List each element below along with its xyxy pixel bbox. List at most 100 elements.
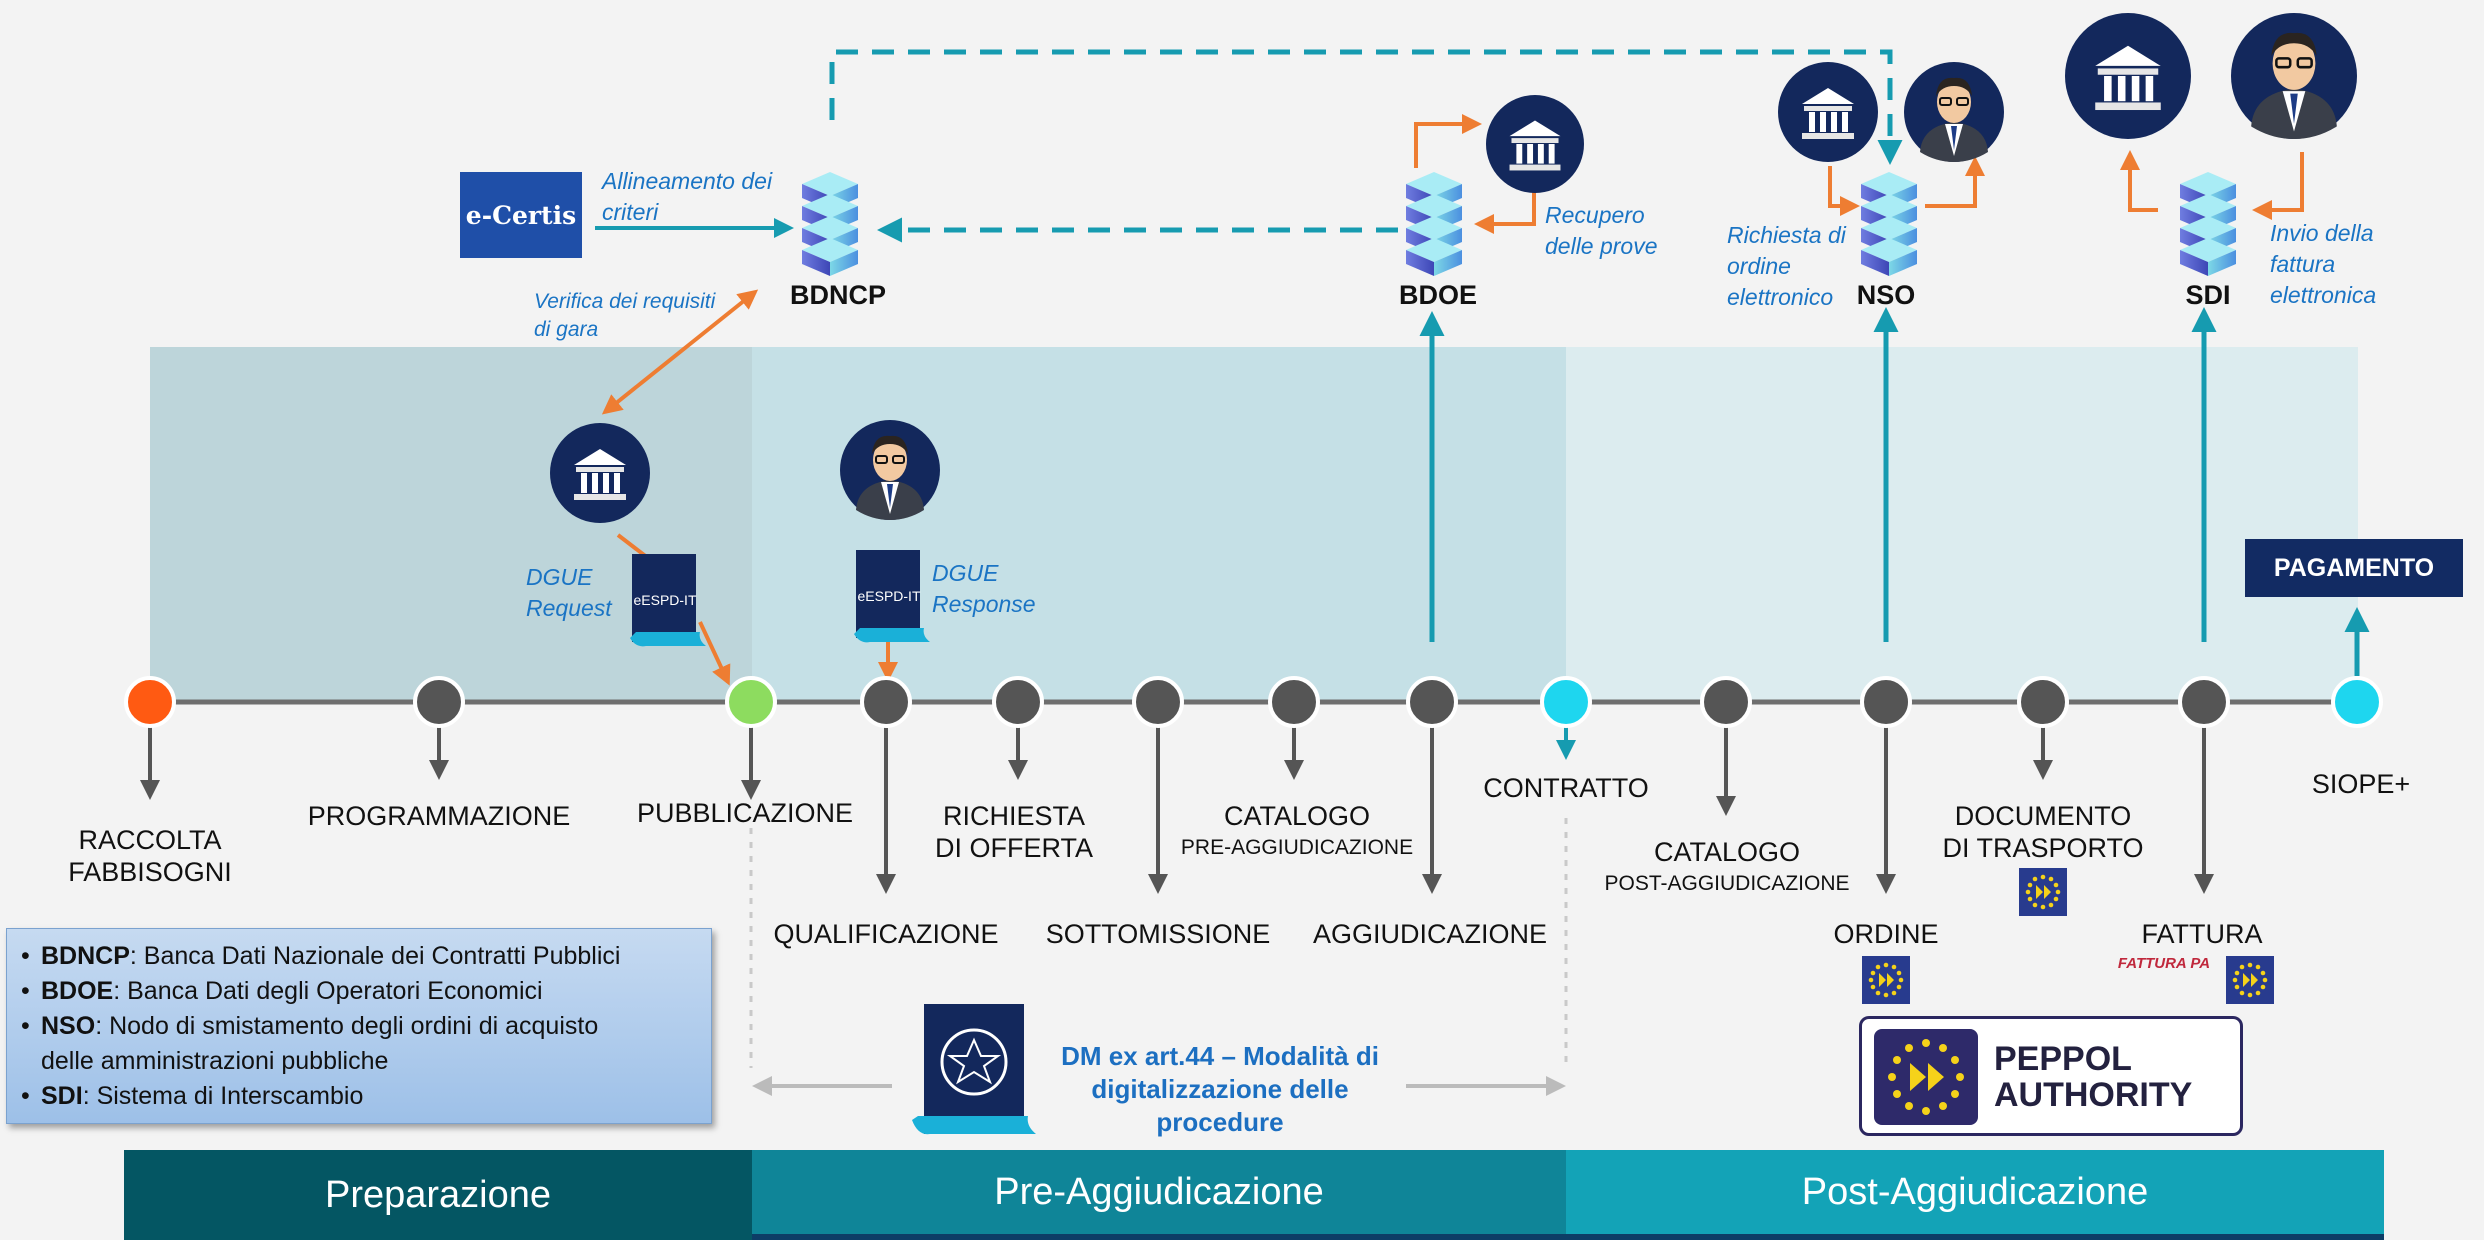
bdoe-bank-icon bbox=[1486, 95, 1584, 194]
dm-line: procedure bbox=[1156, 1107, 1284, 1137]
node-qualificazione bbox=[860, 676, 912, 728]
note-line: fattura bbox=[2270, 251, 2336, 277]
dm-text: DM ex art.44 – Modalità di digitalizzazi… bbox=[1050, 1040, 1390, 1139]
step-documento: DOCUMENTO DI TRASPORTO bbox=[1942, 800, 2143, 864]
note-line: di gara bbox=[534, 318, 599, 341]
peppol-text: PEPPOL AUTHORITY bbox=[1994, 1041, 2192, 1113]
arrow-bdoe-bank bbox=[1414, 114, 1482, 168]
bdncp-label: BDNCP bbox=[789, 280, 887, 310]
arrow-bank-nso bbox=[1828, 166, 1860, 216]
legend-item: •NSO: Nodo di smistamento degli ordini d… bbox=[21, 1012, 599, 1075]
step-line: DOCUMENTO bbox=[1954, 801, 2132, 831]
note-line: Recupero bbox=[1545, 202, 1645, 228]
node-richiesta bbox=[992, 676, 1044, 728]
node-pubblicazione bbox=[725, 676, 777, 728]
nso-person-icon bbox=[1903, 61, 2005, 163]
step-qualificazione: QUALIFICAZIONE bbox=[773, 919, 999, 949]
note-invio-fattura: Invio della fattura elettronica bbox=[2270, 218, 2376, 311]
dm-line: DM ex art.44 – Modalità di bbox=[1061, 1041, 1379, 1071]
nso-server-icon bbox=[1861, 172, 1917, 276]
step-sottomissione: SOTTOMISSIONE bbox=[1045, 919, 1271, 949]
node-fattura bbox=[2178, 676, 2230, 728]
arrow-person-sdi bbox=[2252, 152, 2304, 220]
note-allineamento: Allineamento dei criteri bbox=[602, 166, 772, 228]
node-documento bbox=[2017, 676, 2069, 728]
node-siope bbox=[2331, 676, 2383, 728]
legend-desc: : Banca Dati Nazionale dei Contratti Pub… bbox=[129, 942, 621, 970]
step-line: CATALOGO bbox=[1223, 801, 1371, 831]
step-programmazione: PROGRAMMAZIONE bbox=[307, 801, 571, 831]
fattura-peppol-icon bbox=[2226, 956, 2274, 1004]
step-catalogo-pre: CATALOGO PRE-AGGIUDICAZIONE bbox=[1181, 800, 1413, 864]
step-fattura: FATTURA bbox=[2141, 919, 2263, 949]
legend-item: •BDOE: Banca Dati degli Operatori Econom… bbox=[21, 977, 543, 1005]
note-line: Response bbox=[932, 591, 1036, 617]
step-line: POST-AGGIUDICAZIONE bbox=[1604, 872, 1850, 895]
node-contratto bbox=[1540, 676, 1592, 728]
note-line: criteri bbox=[602, 199, 659, 225]
legend-desc: : Nodo di smistamento degli ordini di ac… bbox=[95, 1012, 599, 1040]
person-icon bbox=[839, 419, 941, 521]
legend-term: NSO bbox=[41, 1012, 96, 1040]
espd-response-label: eESPD-IT bbox=[857, 588, 921, 604]
step-ordine: ORDINE bbox=[1833, 919, 1939, 949]
node-raccolta bbox=[124, 676, 176, 728]
note-dgue-request: DGUE Request bbox=[526, 562, 612, 624]
dashed-link-bdncp-nso bbox=[829, 49, 1903, 165]
ecertis-logo: e-Certis bbox=[460, 172, 582, 258]
step-line: DI TRASPORTO bbox=[1942, 833, 2144, 863]
arrow-verifica bbox=[601, 289, 759, 415]
note-line: DGUE bbox=[932, 560, 999, 586]
espd-request-label: eESPD-IT bbox=[633, 592, 697, 608]
step-catalogo-post: CATALOGO POST-AGGIUDICAZIONE bbox=[1604, 836, 1849, 900]
arrow-espd-pubblicazione bbox=[698, 621, 731, 686]
step-line: RICHIESTA bbox=[942, 801, 1086, 831]
arrow-bank-bdoe bbox=[1474, 180, 1536, 234]
sdi-label: SDI bbox=[2185, 280, 2231, 310]
note-recupero: Recupero delle prove bbox=[1545, 200, 1658, 262]
bdoe-server-icon bbox=[1406, 172, 1462, 276]
note-line: Richiesta di bbox=[1727, 222, 1846, 248]
node-sottomissione bbox=[1132, 676, 1184, 728]
phase-pre-aggiudicazione: Pre-Aggiudicazione bbox=[752, 1150, 1566, 1240]
documento-peppol-icon bbox=[2019, 868, 2067, 916]
legend-item: •BDNCP: Banca Dati Nazionale dei Contrat… bbox=[21, 942, 621, 970]
sdi-person-icon bbox=[2229, 11, 2359, 141]
note-line: delle prove bbox=[1545, 233, 1658, 259]
bdoe-label: BDOE bbox=[1398, 280, 1478, 310]
legend-term: BDOE bbox=[41, 977, 114, 1005]
note-dgue-response: DGUE Response bbox=[932, 558, 1036, 620]
step-pubblicazione: PUBBLICAZIONE bbox=[636, 798, 854, 828]
step-siope: SIOPE+ bbox=[2311, 769, 2411, 799]
step-line: FABBISOGNI bbox=[68, 857, 232, 887]
legend-term: SDI bbox=[41, 1082, 83, 1110]
emblem-document-icon bbox=[912, 1004, 1036, 1135]
legend-desc: delle amministrazioni pubbliche bbox=[41, 1047, 389, 1075]
note-line: elettronico bbox=[1727, 284, 1834, 310]
sdi-server-icon bbox=[2180, 172, 2236, 276]
fattura-pa-logo: FATTURA PA bbox=[2117, 954, 2211, 972]
legend-desc: : Sistema di Interscambio bbox=[82, 1082, 364, 1110]
note-line: Verifica dei requisiti bbox=[534, 290, 716, 313]
note-verifica: Verifica dei requisiti di gara bbox=[534, 288, 715, 344]
panel-post-aggiudicazione bbox=[1566, 347, 2358, 702]
ordine-peppol-icon bbox=[1862, 956, 1910, 1004]
step-aggiudicazione: AGGIUDICAZIONE bbox=[1312, 919, 1548, 949]
peppol-authority-logo: PEPPOL AUTHORITY bbox=[1859, 1016, 2243, 1136]
step-line: PRE-AGGIUDICAZIONE bbox=[1180, 836, 1414, 859]
note-line: ordine bbox=[1727, 253, 1791, 279]
legend-term: BDNCP bbox=[41, 942, 130, 970]
peppol-flag-icon bbox=[1874, 1029, 1978, 1125]
note-line: Request bbox=[526, 595, 612, 621]
nso-label: NSO bbox=[1856, 280, 1916, 310]
note-line: DGUE bbox=[526, 564, 593, 590]
step-line: CATALOGO bbox=[1653, 837, 1801, 867]
peppol-line: AUTHORITY bbox=[1994, 1076, 2193, 1114]
node-catalogo-post bbox=[1700, 676, 1752, 728]
node-ordine bbox=[1860, 676, 1912, 728]
legend-desc: : Banca Dati degli Operatori Economici bbox=[113, 977, 543, 1005]
note-line: Invio della bbox=[2270, 220, 2374, 246]
pagamento-box: PAGAMENTO bbox=[2245, 539, 2463, 597]
arrow-nso-person bbox=[1925, 156, 1985, 208]
